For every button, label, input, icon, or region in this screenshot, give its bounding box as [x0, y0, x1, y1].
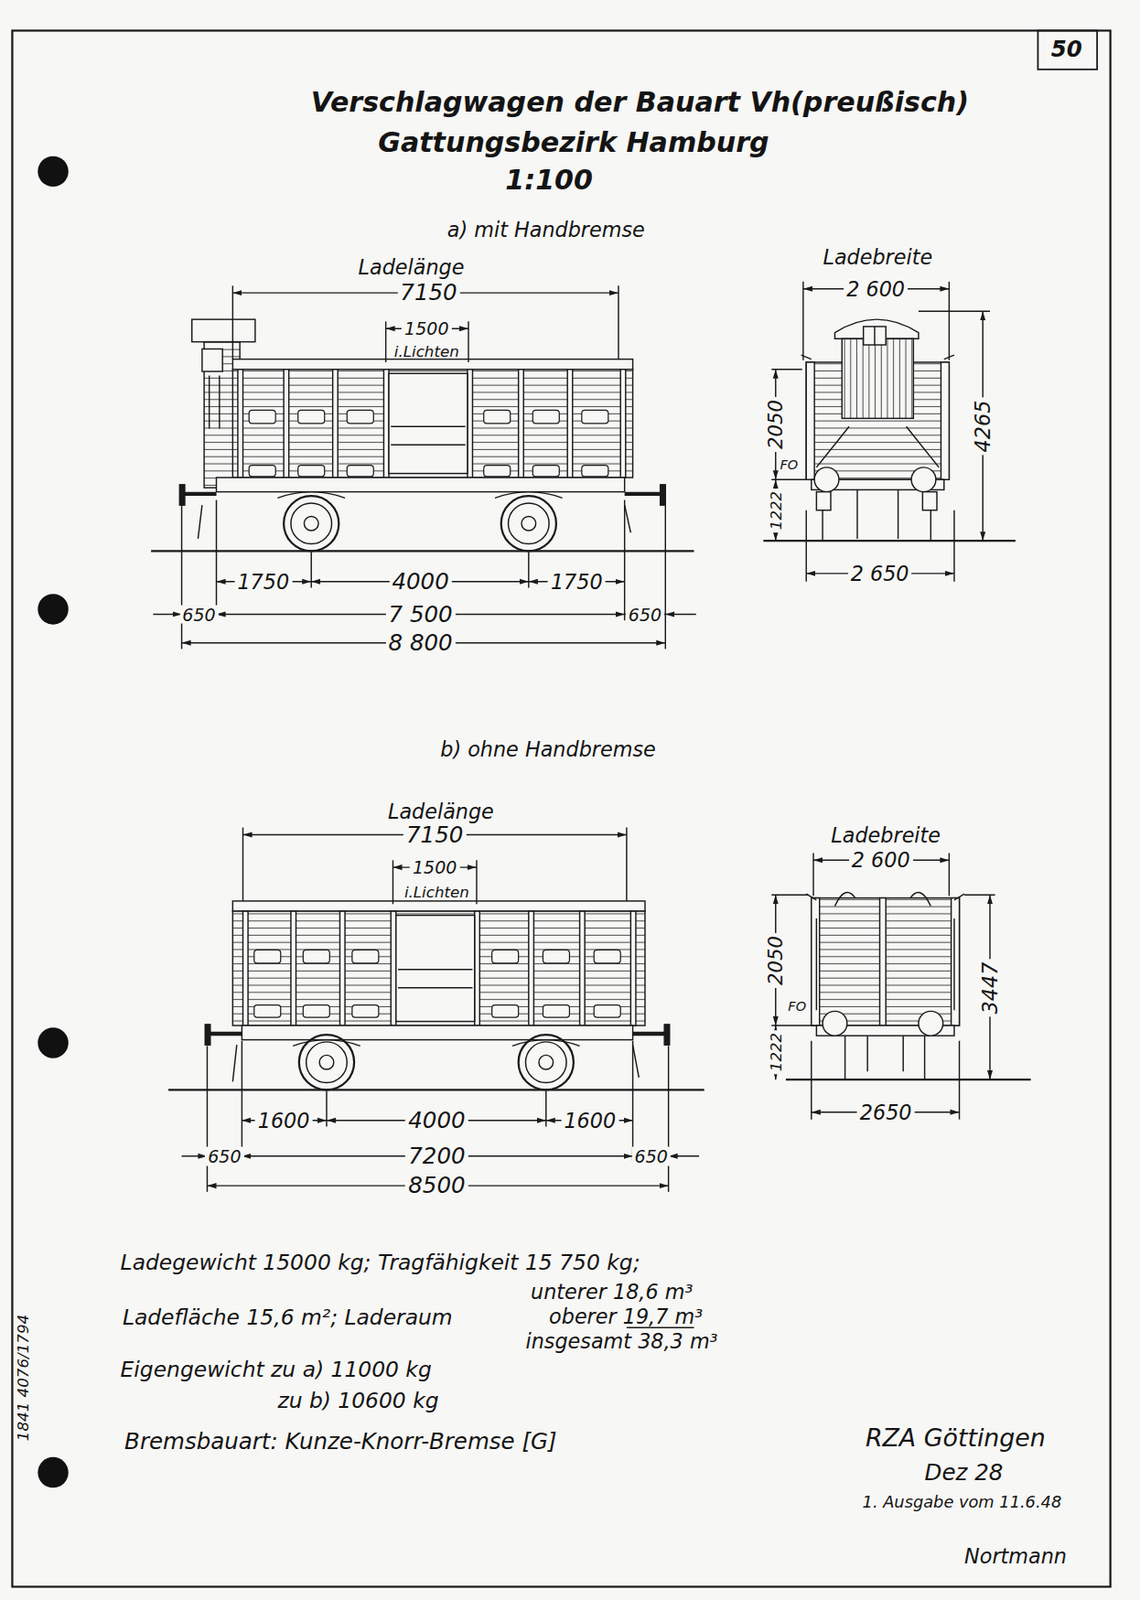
dimension-value: 1500: [409, 858, 460, 878]
dimension-value: 7 500: [386, 602, 456, 627]
heading-text: Gattungsbezirk Hamburg: [377, 128, 769, 159]
annotation-text: Ladelänge: [358, 256, 465, 280]
dimension-value: 1222: [767, 487, 785, 532]
dimension-value: 2 650: [848, 562, 913, 586]
annotation-text: RZA Göttingen: [865, 1424, 1046, 1452]
annotation-text: unterer 18,6 m³: [530, 1280, 693, 1304]
annotation-text: Ladebreite: [822, 246, 933, 269]
dimension-value: 1600: [560, 1109, 619, 1133]
dimension-value: 2 600: [849, 849, 914, 872]
dimension-value: 4000: [405, 1107, 468, 1133]
dimension-value: 7200: [405, 1143, 468, 1169]
dimension-value: 650: [632, 1146, 671, 1166]
annotation-text: Nortmann: [964, 1545, 1067, 1569]
annotation-text: i.Lichten: [404, 883, 470, 901]
annotation-text: Ladefläche 15,6 m²; Laderaum: [122, 1306, 453, 1331]
annotation-text: Ladegewicht 15000 kg; Tragfähigkeit 15 7…: [120, 1251, 641, 1276]
dimension-value: 2050: [764, 933, 786, 989]
annotation-text: 1841 4076/1794: [13, 1314, 31, 1442]
annotation-text: b) ohne Handbremse: [440, 738, 656, 762]
annotation-text: i.Lichten: [394, 343, 460, 360]
annotation-text: Dez 28: [924, 1460, 1004, 1485]
dimension-value: 3447: [978, 958, 1002, 1017]
dimension-value: 1600: [255, 1109, 313, 1133]
annotation-text: FO: [787, 1000, 807, 1015]
dimension-value: 8 800: [386, 630, 456, 656]
annotation-text: 1. Ausgabe vom 11.6.48: [862, 1493, 1063, 1512]
dimension-value: 1750: [548, 570, 606, 594]
dimension-value: 2050: [764, 397, 786, 452]
annotation-text: FO: [779, 458, 798, 474]
dimension-value: 4000: [388, 569, 452, 594]
dimension-value: 7150: [397, 280, 460, 306]
annotation-text: Bremsbauart: Kunze-Knorr-Bremse [G]: [124, 1430, 557, 1455]
dimension-value: 1222: [767, 1030, 785, 1075]
annotation-text: a) mit Handbremse: [447, 218, 646, 242]
dimension-value: 1500: [401, 319, 452, 339]
dimension-value: 7150: [403, 822, 466, 848]
heading-text: 1:100: [505, 165, 593, 196]
annotation-text: Ladebreite: [830, 823, 941, 847]
dimension-value: 8500: [405, 1173, 468, 1199]
dimension-value: 650: [179, 604, 218, 624]
dimension-value: 4265: [971, 397, 995, 456]
dimension-value: 1750: [234, 570, 292, 594]
heading-text: 50: [1051, 36, 1083, 62]
dimension-value: 650: [625, 604, 665, 624]
annotation-text: oberer 19,7 m³: [548, 1305, 703, 1329]
dimension-value: 650: [204, 1146, 244, 1166]
dimension-value: 2650: [857, 1101, 915, 1125]
drawing-title: Verschlagwagen der Bauart Vh(preußisch): [311, 86, 969, 118]
annotation-text: zu b) 10600 kg: [277, 1389, 439, 1414]
annotation-text: Ladelänge: [387, 800, 495, 824]
annotation-text: Eigengewicht zu a) 11000 kg: [120, 1358, 432, 1383]
dimension-value: 2 600: [843, 277, 908, 301]
annotation-text: insgesamt 38,3 m³: [526, 1330, 719, 1354]
